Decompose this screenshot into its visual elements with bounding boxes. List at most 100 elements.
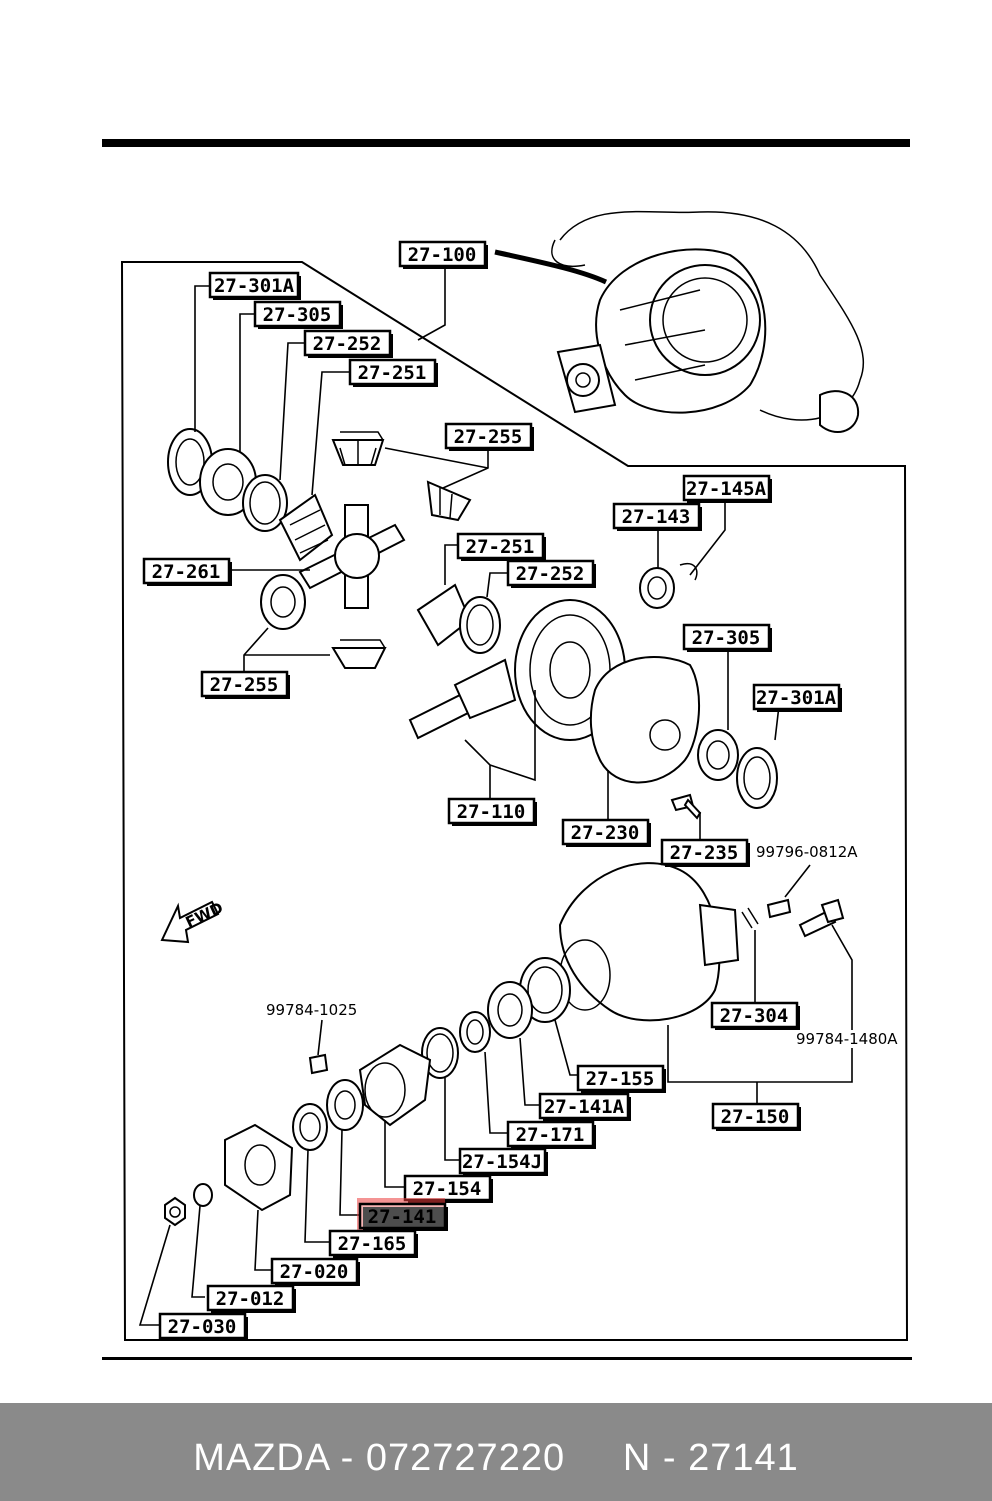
thrust-washer-top: [242, 474, 288, 532]
part-number-99784-1480A[interactable]: 99784-1480A: [796, 1030, 898, 1048]
bolt-99784-1025: [308, 1053, 329, 1075]
pinion-gear-bottom: [331, 639, 387, 669]
label-27-235-text: 27-235: [670, 842, 739, 864]
label-27-154J[interactable]: 27-154J: [458, 1147, 548, 1176]
label-27-251-top[interactable]: 27-251: [348, 358, 438, 387]
label-27-154-text: 27-154: [413, 1178, 482, 1200]
label-27-252-top[interactable]: 27-252: [303, 329, 393, 358]
label-27-110-text: 27-110: [457, 801, 526, 823]
label-27-030-text: 27-030: [168, 1316, 237, 1338]
label-27-252-mid-text: 27-252: [516, 563, 585, 585]
label-27-143-text: 27-143: [622, 506, 691, 528]
label-27-141-text: 27-141: [368, 1206, 437, 1228]
label-27-304[interactable]: 27-304: [710, 1001, 800, 1030]
bearing-27-141A: [487, 981, 533, 1039]
label-27-261[interactable]: 27-261: [142, 557, 232, 586]
label-27-110[interactable]: 27-110: [447, 797, 537, 826]
label-27-145A-text: 27-145A: [686, 478, 767, 500]
bearing-27-141: [326, 1079, 364, 1131]
label-27-155[interactable]: 27-155: [576, 1064, 666, 1093]
label-27-255-bot-text: 27-255: [210, 674, 279, 696]
label-27-020[interactable]: 27-020: [270, 1257, 360, 1286]
label-27-155-text: 27-155: [586, 1068, 655, 1090]
part-number-99796-0812A[interactable]: 99796-0812A: [756, 843, 858, 861]
label-27-141A[interactable]: 27-141A: [538, 1092, 631, 1121]
footer-part-info: MAZDA - 072727220 N - 27141: [193, 1437, 799, 1479]
leader-27-100-arrow: [494, 249, 608, 285]
label-27-100-text: 27-100: [408, 244, 477, 266]
exploded-parts-diagram: FWD: [120, 210, 909, 1341]
label-27-230[interactable]: 27-230: [561, 818, 651, 847]
label-27-301A-mid-text: 27-301A: [756, 687, 837, 709]
differential-assembly-drawing: [551, 210, 865, 434]
label-27-235[interactable]: 27-235: [660, 838, 750, 867]
bearing-27-143: [639, 567, 675, 609]
label-27-030[interactable]: 27-030: [158, 1312, 248, 1341]
label-27-304-text: 27-304: [720, 1005, 789, 1027]
label-27-301A-top-text: 27-301A: [214, 275, 295, 297]
footer-bar: MAZDA - 072727220 N - 27141: [0, 1403, 992, 1501]
label-27-165[interactable]: 27-165: [328, 1229, 418, 1258]
bearing-retainer-27-154: [358, 1043, 432, 1127]
differential-carrier-housing: [558, 862, 740, 1022]
label-27-255-top[interactable]: 27-255: [444, 422, 534, 451]
label-27-301A-mid[interactable]: 27-301A: [752, 683, 842, 712]
label-27-154J-text: 27-154J: [462, 1151, 542, 1173]
pinion-gear-top: [331, 431, 385, 466]
fwd-label: FWD: [183, 899, 226, 932]
differential-case: [589, 656, 700, 784]
label-27-251-mid-text: 27-251: [466, 536, 535, 558]
label-27-230-text: 27-230: [571, 822, 640, 844]
companion-flange-27-020: [224, 1123, 294, 1212]
pinion-gear-right: [426, 480, 472, 522]
side-bearing-cup-mid: [736, 747, 778, 809]
oring-27-154J: [421, 1027, 459, 1079]
thrust-washer-mid: [459, 596, 501, 654]
label-27-171-text: 27-171: [516, 1124, 585, 1146]
label-27-143[interactable]: 27-143: [612, 502, 702, 531]
bolt-99784-1480A: [798, 898, 845, 938]
label-27-251-mid[interactable]: 27-251: [456, 532, 546, 561]
leader-lines: [138, 263, 853, 1326]
part-number-99784-1025[interactable]: 99784-1025: [266, 1001, 357, 1019]
label-27-165-text: 27-165: [338, 1233, 407, 1255]
label-27-251-top-text: 27-251: [358, 362, 427, 384]
pinion-gear-left: [260, 574, 306, 630]
label-27-100[interactable]: 27-100: [398, 240, 488, 269]
label-27-141-highlighted[interactable]: 27-141: [357, 1198, 448, 1231]
oil-seal-27-165: [292, 1103, 328, 1151]
pinion-shaft-cross: [298, 504, 406, 609]
label-27-150-text: 27-150: [721, 1106, 790, 1128]
side-bearing-mid: [697, 729, 739, 781]
fwd-arrow: FWD: [160, 899, 226, 944]
label-27-020-text: 27-020: [280, 1261, 349, 1283]
side-bearing-top: [199, 448, 257, 516]
label-27-301A-top[interactable]: 27-301A: [208, 271, 301, 300]
label-27-255-bot[interactable]: 27-255: [200, 670, 290, 699]
label-27-145A[interactable]: 27-145A: [682, 474, 772, 503]
label-27-305-top[interactable]: 27-305: [253, 300, 343, 329]
spacer-27-171: [459, 1011, 491, 1053]
label-27-141A-text: 27-141A: [544, 1096, 625, 1118]
label-27-252-mid[interactable]: 27-252: [506, 559, 596, 588]
label-27-305-mid-text: 27-305: [692, 627, 761, 649]
diagram-frame: [120, 261, 909, 1341]
bottom-rule: [102, 1357, 912, 1360]
side-gear-top: [278, 493, 334, 562]
label-27-261-text: 27-261: [152, 561, 221, 583]
bolt-27-235: [670, 793, 702, 820]
label-27-012-text: 27-012: [216, 1288, 285, 1310]
snap-ring-27-145A: [679, 563, 698, 581]
label-27-252-top-text: 27-252: [313, 333, 382, 355]
bolt-99796-0812A: [766, 898, 792, 919]
clip-27-304: [741, 907, 759, 929]
nut-27-030: [164, 1196, 186, 1227]
top-rule: [102, 139, 910, 147]
label-27-255-top-text: 27-255: [454, 426, 523, 448]
label-27-305-mid[interactable]: 27-305: [682, 623, 772, 652]
label-27-305-top-text: 27-305: [263, 304, 332, 326]
label-27-150[interactable]: 27-150: [711, 1102, 801, 1131]
label-27-171[interactable]: 27-171: [506, 1120, 596, 1149]
washer-27-012: [193, 1183, 213, 1207]
label-27-012[interactable]: 27-012: [206, 1284, 296, 1313]
